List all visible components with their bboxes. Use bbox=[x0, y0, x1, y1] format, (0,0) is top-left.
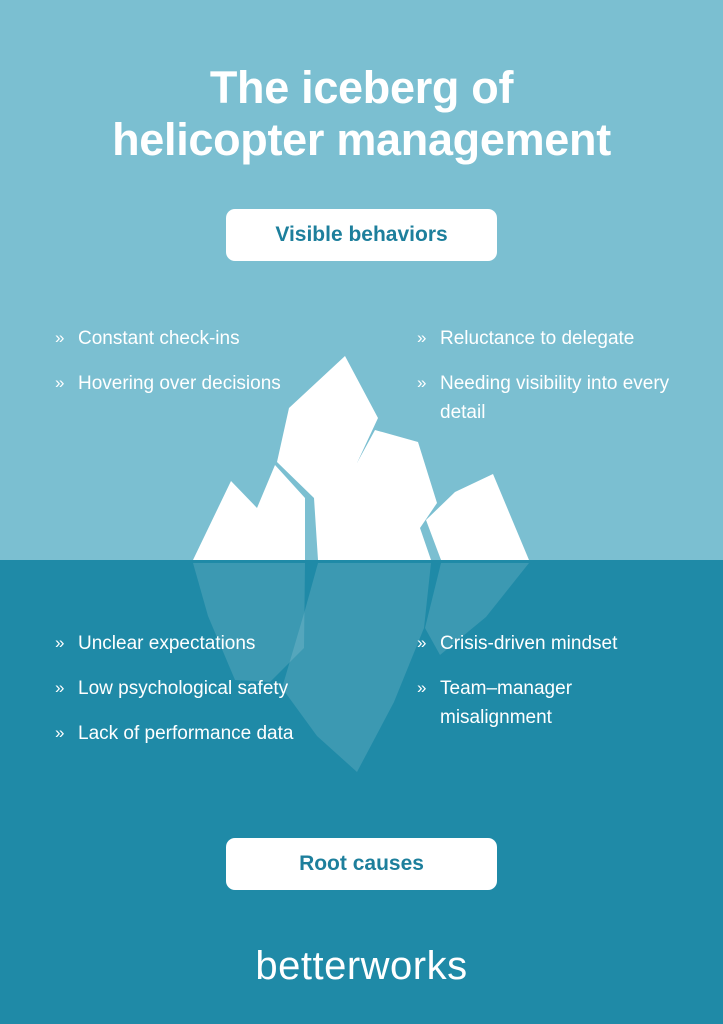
iceberg-above-water bbox=[193, 356, 529, 560]
list-item: Team–manager misalignment bbox=[417, 673, 687, 732]
list-item: Lack of performance data bbox=[55, 718, 355, 748]
list-item: Constant check-ins bbox=[55, 323, 315, 353]
list-item: Reluctance to delegate bbox=[417, 323, 687, 353]
list-item: Crisis-driven mindset bbox=[417, 628, 687, 658]
brand-logo: betterworks bbox=[255, 944, 468, 988]
page-title: The iceberg of helicopter management bbox=[0, 62, 723, 166]
visible-behaviors-left-list: Constant check-ins Hovering over decisio… bbox=[55, 323, 315, 414]
list-item: Unclear expectations bbox=[55, 628, 355, 658]
list-item: Needing visibility into every detail bbox=[417, 368, 687, 427]
visible-behaviors-right-list: Reluctance to delegate Needing visibilit… bbox=[417, 323, 687, 443]
root-causes-label: Root causes bbox=[226, 838, 497, 890]
list-item: Low psychological safety bbox=[55, 673, 355, 703]
root-causes-left-list: Unclear expectations Low psychological s… bbox=[55, 628, 355, 764]
title-line-1: The iceberg of bbox=[209, 62, 514, 113]
title-line-2: helicopter management bbox=[112, 114, 611, 165]
list-item: Hovering over decisions bbox=[55, 368, 315, 398]
root-causes-right-list: Crisis-driven mindset Team–manager misal… bbox=[417, 628, 687, 748]
visible-behaviors-label: Visible behaviors bbox=[226, 209, 497, 261]
